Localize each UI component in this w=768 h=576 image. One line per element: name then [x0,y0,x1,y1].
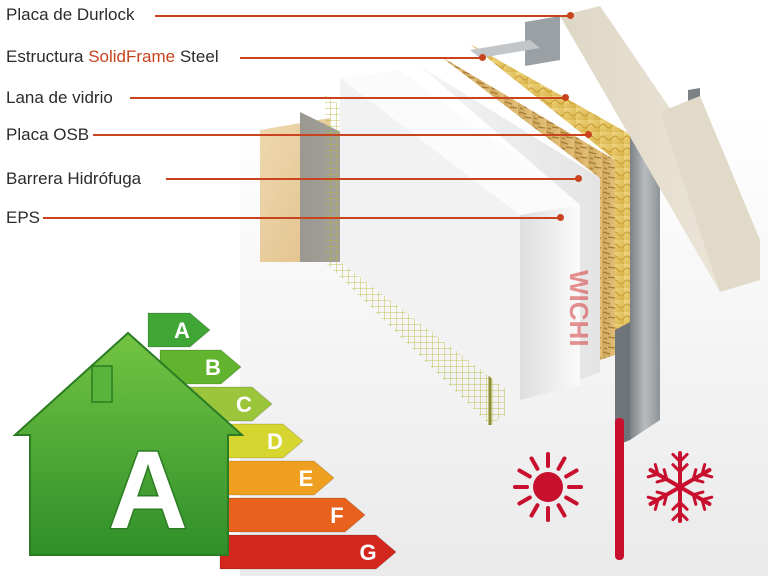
label-steel: Estructura SolidFrame Steel [6,47,219,67]
house-chimney [91,365,113,403]
grade-label-d: D [267,429,283,454]
label-eps: EPS [6,208,41,227]
grade-label-f: F [330,503,343,528]
label-durlock: Placa de Durlock [6,5,135,24]
leader-dot-osb [585,131,592,138]
grade-label-c: C [236,392,252,417]
barrier-brand-text: WICHI [564,270,594,347]
label-osb: Placa OSB [6,125,90,144]
leader-durlock [155,15,570,17]
water-barrier [420,66,600,380]
glass-wool [470,44,640,335]
leader-dot-barrier [575,175,582,182]
leader-glass-wool [130,97,565,99]
label-glass-wool: Lana de vidrio [6,88,113,107]
house-shape [12,331,245,556]
label-steel-suffix: Steel [175,47,219,66]
leader-barrier [166,178,578,180]
grade-bar-g [219,534,397,570]
leader-dot-eps [557,214,564,221]
main-grade-letter: A [108,429,187,552]
label-barrier: Barrera Hidrófuga [6,169,142,188]
sun-icon [513,452,583,522]
osb-board [440,56,615,360]
grade-label-e: E [299,466,314,491]
snowflake-icon [646,451,714,523]
leader-osb [93,134,588,136]
label-steel-prefix: Estructura [6,47,89,66]
grade-bar-a [147,312,211,348]
leader-dot-durlock [567,12,574,19]
leader-eps [43,217,560,219]
divider-bar [615,418,624,560]
grade-label-b: B [205,355,221,380]
steel-stud-right [630,112,660,440]
eps-board [520,205,580,400]
grade-label-g: G [359,540,376,565]
leader-dot-glass-wool [562,94,569,101]
leader-steel [240,57,482,59]
label-steel-brand: SolidFrame [88,47,176,66]
grade-label-a: A [174,318,190,343]
leader-dot-steel [479,54,486,61]
